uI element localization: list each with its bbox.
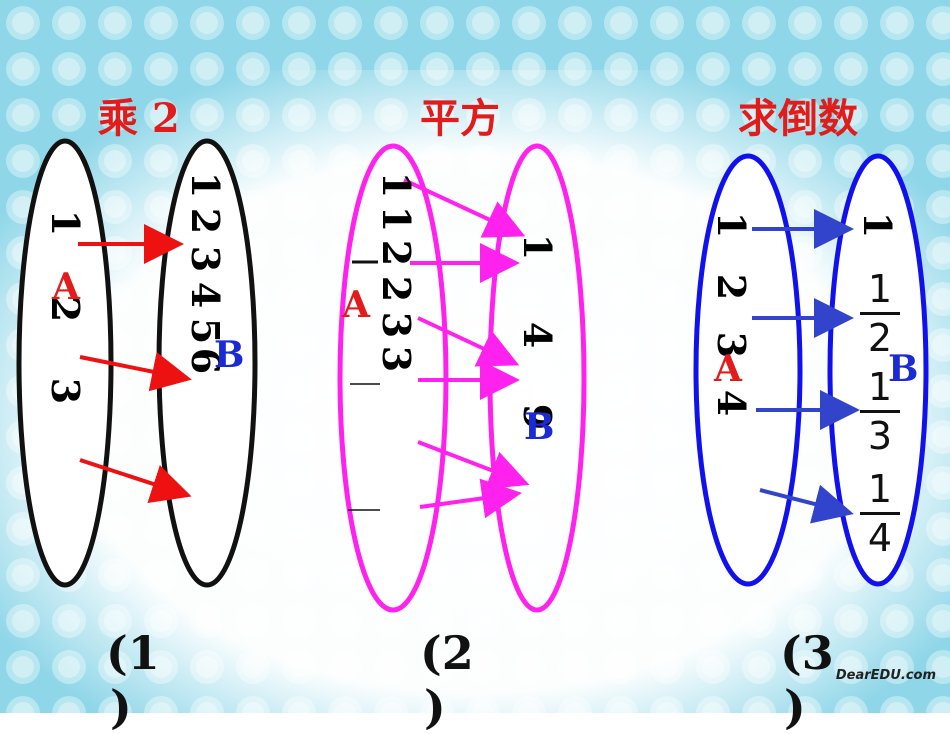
set-a-ellipse-3 (693, 153, 803, 587)
fraction-numerator: 1 (867, 365, 893, 409)
arrow-2-6 (419, 478, 522, 519)
arrow-3-4 (759, 484, 854, 524)
set-label-b: B (524, 406, 555, 448)
arrow-1-3 (79, 458, 192, 504)
arrow-2-1 (403, 178, 526, 238)
set-a-element: 2 (374, 239, 420, 267)
caption-2: (2 (420, 626, 474, 680)
fraction-bar (860, 312, 900, 315)
caption-2-tail: ) (424, 680, 446, 734)
fraction-bar (860, 410, 900, 413)
fraction-denominator: 4 (867, 516, 893, 560)
set-a-element: 3 (374, 345, 420, 373)
mapping-diagrams (16, 138, 929, 613)
caption-3-tail: ) (784, 680, 806, 734)
watermark-logo: DearEDU.com (835, 668, 936, 683)
arrow-2-5 (417, 440, 530, 490)
set-a-element: 2 (709, 273, 755, 301)
title-reciprocal: 求倒数 (738, 95, 858, 142)
set-a-element: 1 (374, 205, 420, 233)
set-a-element: 3 (43, 377, 89, 405)
set-label-a: A (342, 284, 370, 326)
set-b-element: 4 (183, 281, 229, 309)
title-multiply-2: 乘 2 (98, 95, 180, 142)
fraction-one-third: 1 3 (860, 368, 900, 455)
set-b-element: 1 (855, 211, 901, 239)
fraction-one-fourth: 1 4 (860, 470, 900, 557)
set-a-element: 3 (374, 311, 420, 339)
set-a-element: 1 (709, 211, 755, 239)
fraction-bar (860, 512, 900, 515)
caption-1: (1 (106, 626, 160, 680)
set-a-element: 4 (709, 389, 755, 417)
set-a-ellipse-1 (16, 138, 114, 588)
set-b-element: 3 (183, 245, 229, 273)
caption-3: (3 (780, 626, 834, 680)
set-b-element: 1 (183, 171, 229, 199)
fraction-numerator: 1 (867, 267, 893, 311)
arrow-2-3 (417, 316, 520, 367)
set-b-element: 4 (515, 321, 561, 349)
fraction-numerator: 1 (867, 467, 893, 511)
set-label-b: B (214, 334, 245, 376)
fraction-one-half: 1 2 (860, 270, 900, 357)
set-a-element: 1 (374, 171, 420, 199)
set-a-element: 2 (374, 275, 420, 303)
caption-1-tail: ) (110, 680, 132, 734)
set-label-a: A (714, 348, 742, 390)
set-label-b: B (888, 348, 919, 390)
fraction-denominator: 3 (867, 414, 893, 458)
set-b-element: 1 (515, 233, 561, 261)
arrow-1-2 (79, 352, 192, 392)
title-square: 平方 (420, 95, 500, 142)
set-b-element: 2 (183, 207, 229, 235)
fraction-denominator: 2 (867, 316, 893, 360)
set-a-element: 1 (43, 209, 89, 237)
set-label-a: A (52, 266, 80, 308)
set-b-ellipse-3 (827, 153, 929, 587)
